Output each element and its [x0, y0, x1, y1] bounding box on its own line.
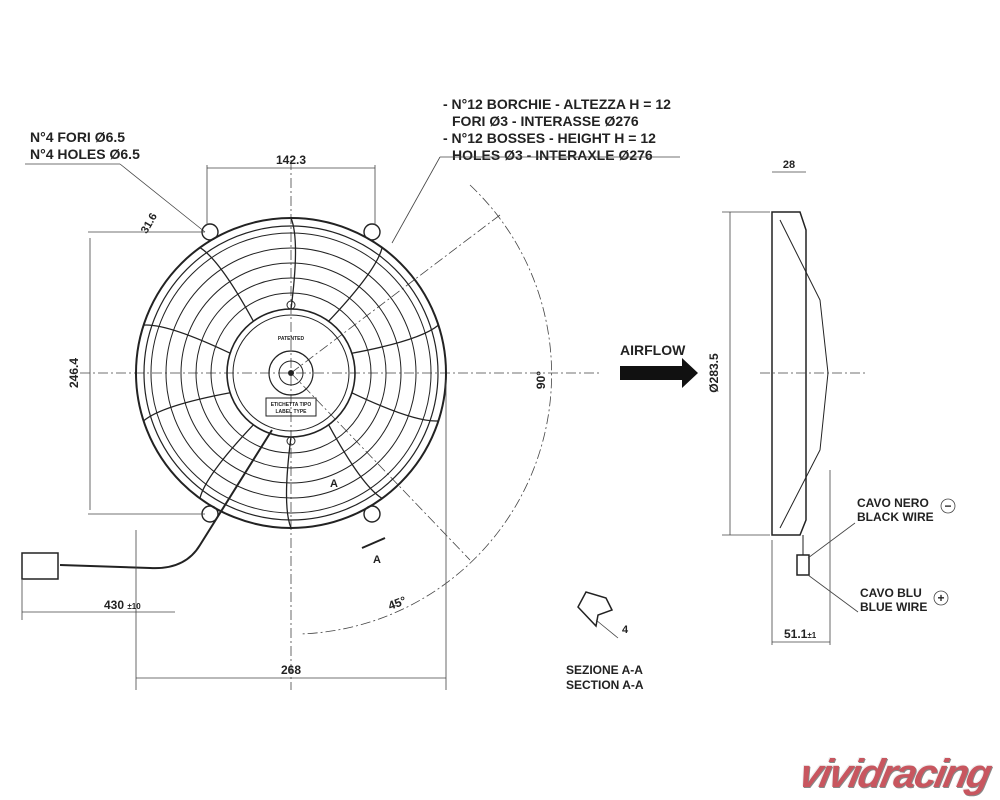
bosses-note-it-2: FORI Ø3 - INTERASSE Ø276 [452, 113, 639, 129]
section-label-it: SEZIONE A-A [566, 663, 643, 677]
dim-angle-45: 45° [386, 593, 408, 612]
black-wire-en: BLACK WIRE [857, 510, 934, 524]
dim-bottom-width: 268 [281, 663, 301, 677]
holes-note-it: N°4 FORI Ø6.5 [30, 129, 125, 145]
section-a-a: 4 [577, 591, 629, 639]
connector [21, 552, 59, 580]
side-connector [796, 554, 810, 576]
dim-angle-90: 90° [534, 371, 548, 389]
fan-front-view: PATENTED ETICHETTA TIPO LABEL TYPE A A [21, 217, 447, 580]
section-marker-2: A [373, 554, 381, 566]
dim-cable-length: 430 ±10 [104, 598, 141, 612]
dim-left-height: 246.4 [67, 358, 81, 388]
mounting-hole [363, 223, 381, 241]
dim-section-depth: 4 [622, 624, 629, 636]
bosses-note-it-1: - N°12 BORCHIE - ALTEZZA H = 12 [443, 96, 671, 112]
black-wire-it: CAVO NERO [857, 496, 929, 510]
section-label-en: SECTION A-A [566, 678, 644, 692]
plus-icon: + [937, 591, 944, 605]
watermark-logo: vividracing [795, 752, 994, 796]
section-marker: A [330, 478, 338, 490]
holes-note-en: N°4 HOLES Ø6.5 [30, 146, 140, 162]
dim-diameter: Ø283.5 [707, 353, 721, 393]
blue-wire-it: CAVO BLU [860, 586, 922, 600]
airflow-label: AIRFLOW [620, 342, 686, 358]
fan-side-view [760, 211, 865, 576]
dim-top-width: 142.3 [276, 153, 306, 167]
bosses-note-en-2: HOLES Ø3 - INTERAXLE Ø276 [452, 147, 653, 163]
dim-depth-bottom: 51.1±1 [784, 627, 817, 641]
minus-icon: − [944, 499, 951, 513]
label-type-it: ETICHETTA TIPO [271, 402, 312, 408]
label-type-en: LABEL TYPE [275, 409, 307, 415]
mounting-hole [363, 505, 381, 523]
blue-wire-en: BLUE WIRE [860, 600, 927, 614]
airflow-arrow-icon [620, 358, 698, 388]
patented-text: PATENTED [278, 336, 305, 342]
dim-depth-top: 28 [783, 159, 795, 171]
bosses-note-en-1: - N°12 BOSSES - HEIGHT H = 12 [443, 130, 656, 146]
